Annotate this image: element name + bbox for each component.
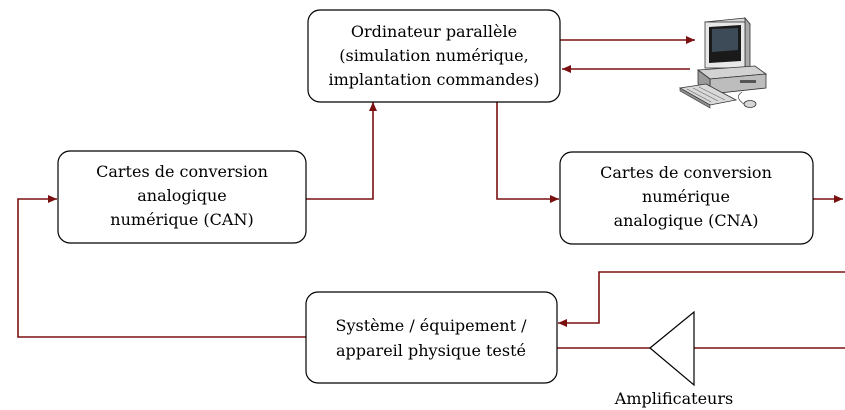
desktop-computer-icon [678,16,768,109]
dac-cards-box [559,151,814,245]
amplifier-icon [649,310,695,387]
connector-computer-to-dac [496,102,559,203]
adc-cards-line2: analogique [137,186,227,205]
parallel-computer-line1: Ordinateur parallèle [351,22,517,41]
tested-system-line2: appareil physique testé [336,341,526,360]
adc-cards-line3: numérique (CAN) [110,210,253,229]
tested-system-box [305,291,558,384]
connector-input-to-system [558,271,845,327]
node-tested-system: Système / équipement / appareil physique… [305,291,558,384]
dac-cards-line1: Cartes de conversion [600,163,772,182]
node-dac-cards: Cartes de conversion numérique analogiqu… [559,151,814,245]
adc-cards-box [57,150,307,244]
connector-adc-to-computer [306,102,377,200]
connector-system-to-adc [17,195,306,338]
dac-cards-line2: numérique [642,187,730,206]
node-parallel-computer: Ordinateur parallèle (simulation numériq… [307,9,561,103]
parallel-computer-box [307,9,561,103]
dac-cards-line3: analogique (CNA) [614,211,759,230]
parallel-computer-line2: (simulation numérique, [339,46,528,65]
amplifiers-label: Amplificateurs [614,389,733,408]
connectors [17,36,845,349]
node-adc-cards: Cartes de conversion analogique numériqu… [57,150,307,244]
adc-cards-line1: Cartes de conversion [96,162,268,181]
parallel-computer-line3: implantation commandes) [329,70,540,89]
tested-system-line1: Système / équipement / [335,316,527,335]
